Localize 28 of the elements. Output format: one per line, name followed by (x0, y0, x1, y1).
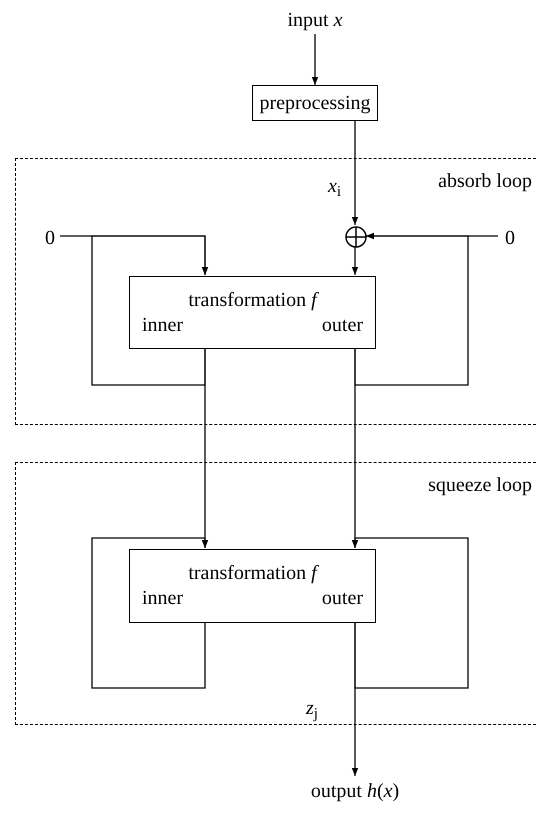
dashed-loop-region (15, 158, 536, 425)
region-label: absorb loop (438, 171, 532, 191)
dashed-loop-region (15, 462, 536, 725)
process-box (129, 549, 376, 623)
port-label: inner (142, 586, 184, 611)
arrow (91, 537, 208, 689)
port-label: outer (322, 312, 363, 338)
arrow (352, 247, 358, 275)
port-label: outer (322, 586, 363, 611)
box-title: transformation f (188, 561, 317, 586)
terminal-label: output h(x) (310, 779, 400, 804)
port-label: inner (142, 312, 184, 338)
process-box (129, 276, 376, 349)
arrow (352, 537, 469, 689)
region-label: squeeze loop (428, 475, 532, 495)
box-title: transformation f (188, 288, 317, 312)
terminal-label: input x (287, 8, 342, 33)
process-box (252, 85, 378, 121)
arrow (91, 235, 208, 386)
terminal-label: 0 (505, 226, 515, 251)
edge-label: x$_{i}$ (328, 175, 342, 197)
arrow (354, 232, 469, 386)
arrow (352, 121, 358, 225)
edge-label: z$_{j}$ (306, 697, 318, 719)
arrow (312, 34, 318, 85)
terminal-label: 0 (45, 226, 55, 251)
arrow (352, 622, 358, 776)
box-title: preprocessing (259, 90, 371, 116)
